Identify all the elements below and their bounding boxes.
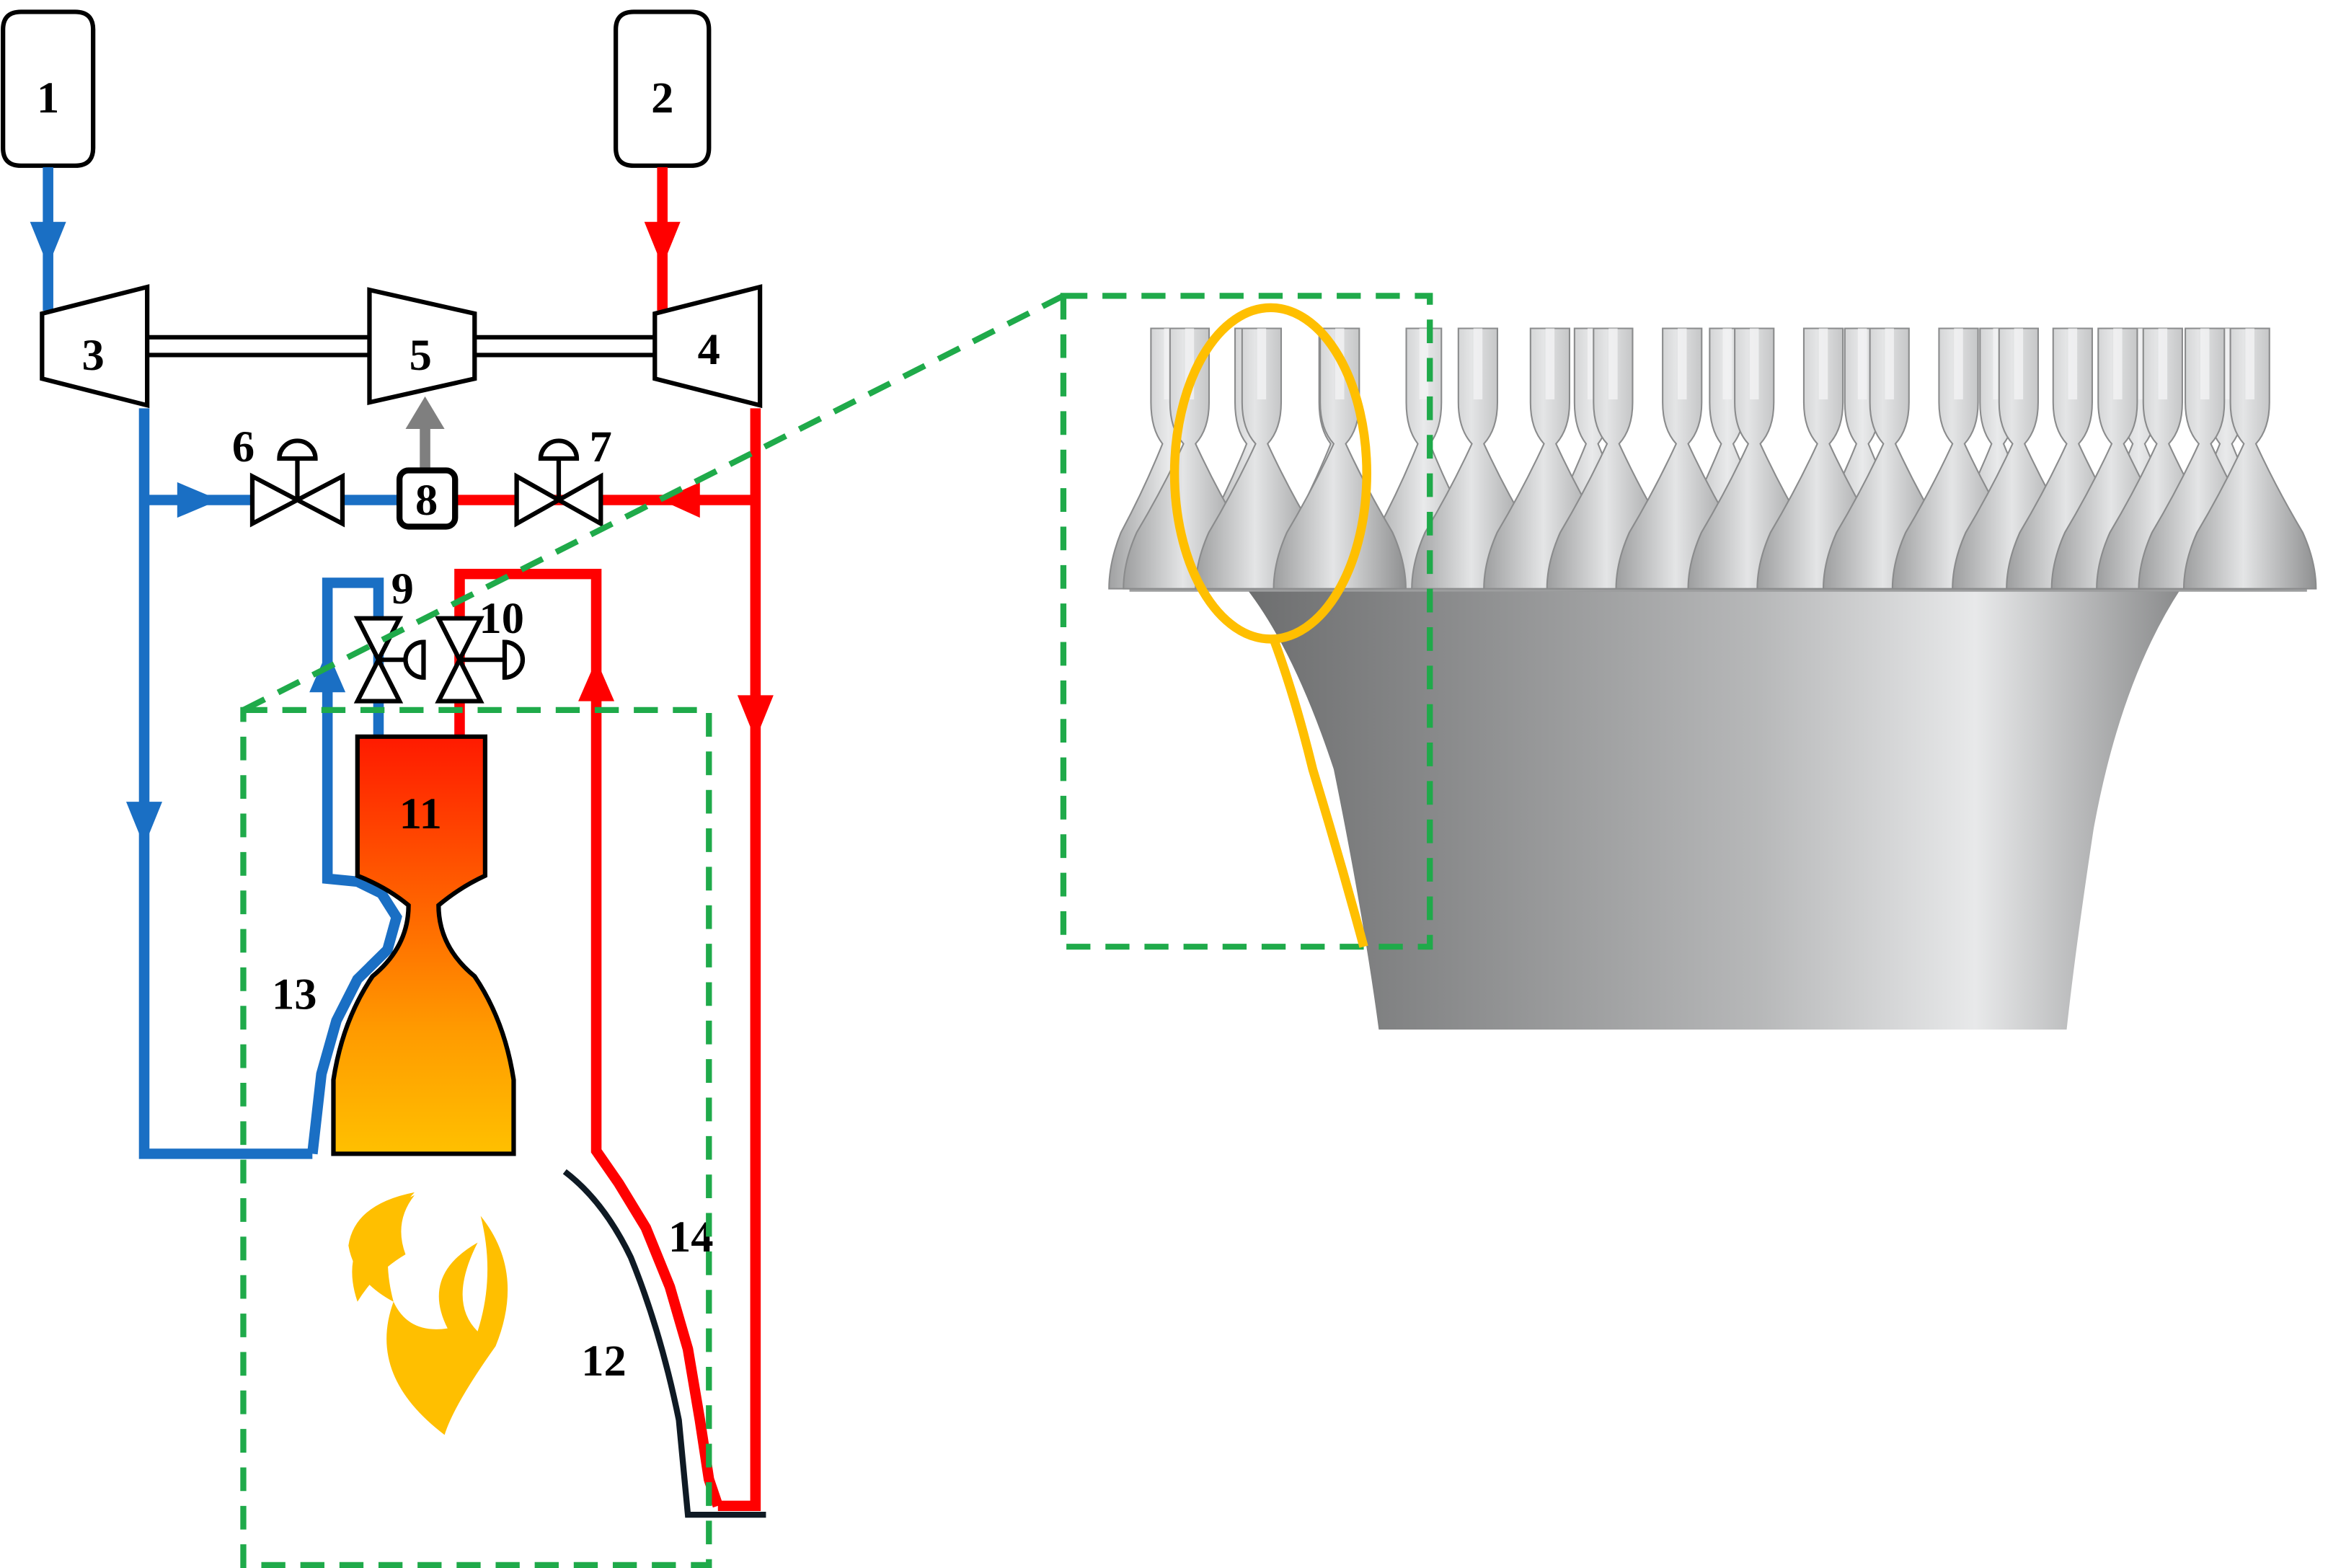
valve-6-label: 6 [232, 423, 255, 471]
valve-icon [353, 616, 404, 665]
pump-icon [40, 284, 150, 409]
valve-10-actuator [502, 639, 526, 680]
highlight-contour [1269, 637, 1368, 948]
highlight-ellipse [1169, 303, 1371, 644]
tank-icon [613, 9, 712, 168]
oxidizer-feed-arrow [644, 221, 681, 267]
zoom-box-left [240, 707, 712, 1568]
gg-exhaust-arrow [405, 396, 445, 430]
valve-10-bottom [435, 655, 484, 704]
valve-6-actuator [277, 438, 318, 461]
tank-1: 1 [1, 9, 96, 168]
turbine-5-label: 5 [410, 331, 432, 379]
valve-9-actuator [403, 639, 426, 680]
oxidizer-down-arrow [737, 695, 774, 740]
ramp-contour [562, 1169, 766, 1518]
pump-3: 3 [40, 284, 150, 409]
flame-icon [352, 1195, 508, 1435]
valve-7-actuator [538, 438, 580, 461]
valve-10: 10 [435, 595, 526, 704]
valve-7-right [554, 472, 603, 528]
oxidizer-main-line [717, 408, 761, 1512]
turbine-icon [367, 287, 477, 405]
pump-4: 4 [652, 284, 763, 409]
valve-9: 9 [353, 565, 426, 704]
aerospike-body [1247, 588, 2181, 1030]
fuel-thruster-line [307, 577, 402, 1155]
valve-10-label: 10 [479, 595, 524, 643]
valve-6: 6 [232, 423, 345, 528]
fuel-feed-arrow [30, 221, 66, 267]
thruster-body [331, 734, 516, 1156]
gas-generator-8: 8 [396, 467, 459, 530]
tank-2: 2 [613, 9, 712, 168]
thruster-11: 11 [331, 734, 516, 1156]
valve-9-bottom [353, 655, 404, 704]
fuel-down-arrow [125, 802, 162, 846]
thruster-11-label: 11 [399, 789, 442, 838]
coolant-13-label: 13 [272, 970, 317, 1019]
gas-generator-8-label: 8 [415, 476, 438, 524]
fuel-gg-arrow [177, 482, 220, 518]
valve-7: 7 [514, 423, 612, 528]
pump-3-label: 3 [82, 331, 105, 379]
tank-2-label: 2 [651, 74, 673, 122]
valve-9-label: 9 [391, 565, 414, 614]
thruster-nozzle [2182, 327, 2317, 590]
tank-1-label: 1 [37, 74, 59, 122]
ramp-12-label: 12 [581, 1337, 626, 1386]
zoom-box-right [1060, 293, 1433, 950]
fuel-thruster-arrow [309, 650, 346, 693]
coolant-14-label: 14 [668, 1213, 713, 1261]
valve-icon [435, 616, 484, 665]
valve-icon [514, 472, 564, 528]
pump-icon [652, 284, 763, 409]
valve-icon [249, 472, 303, 528]
tank-icon [1, 9, 96, 168]
turbine-5: 5 [367, 287, 477, 405]
valve-6-right [292, 472, 345, 528]
thruster-array [1108, 327, 2317, 590]
oxidizer-gg-arrow [660, 482, 700, 518]
flame-left-lobe [348, 1192, 415, 1302]
pump-4-label: 4 [698, 325, 720, 373]
fuel-main-line [138, 408, 313, 1159]
oxidizer-thruster-arrow [578, 660, 615, 701]
valve-7-label: 7 [590, 423, 612, 471]
oxidizer-thruster-line [454, 568, 723, 1508]
